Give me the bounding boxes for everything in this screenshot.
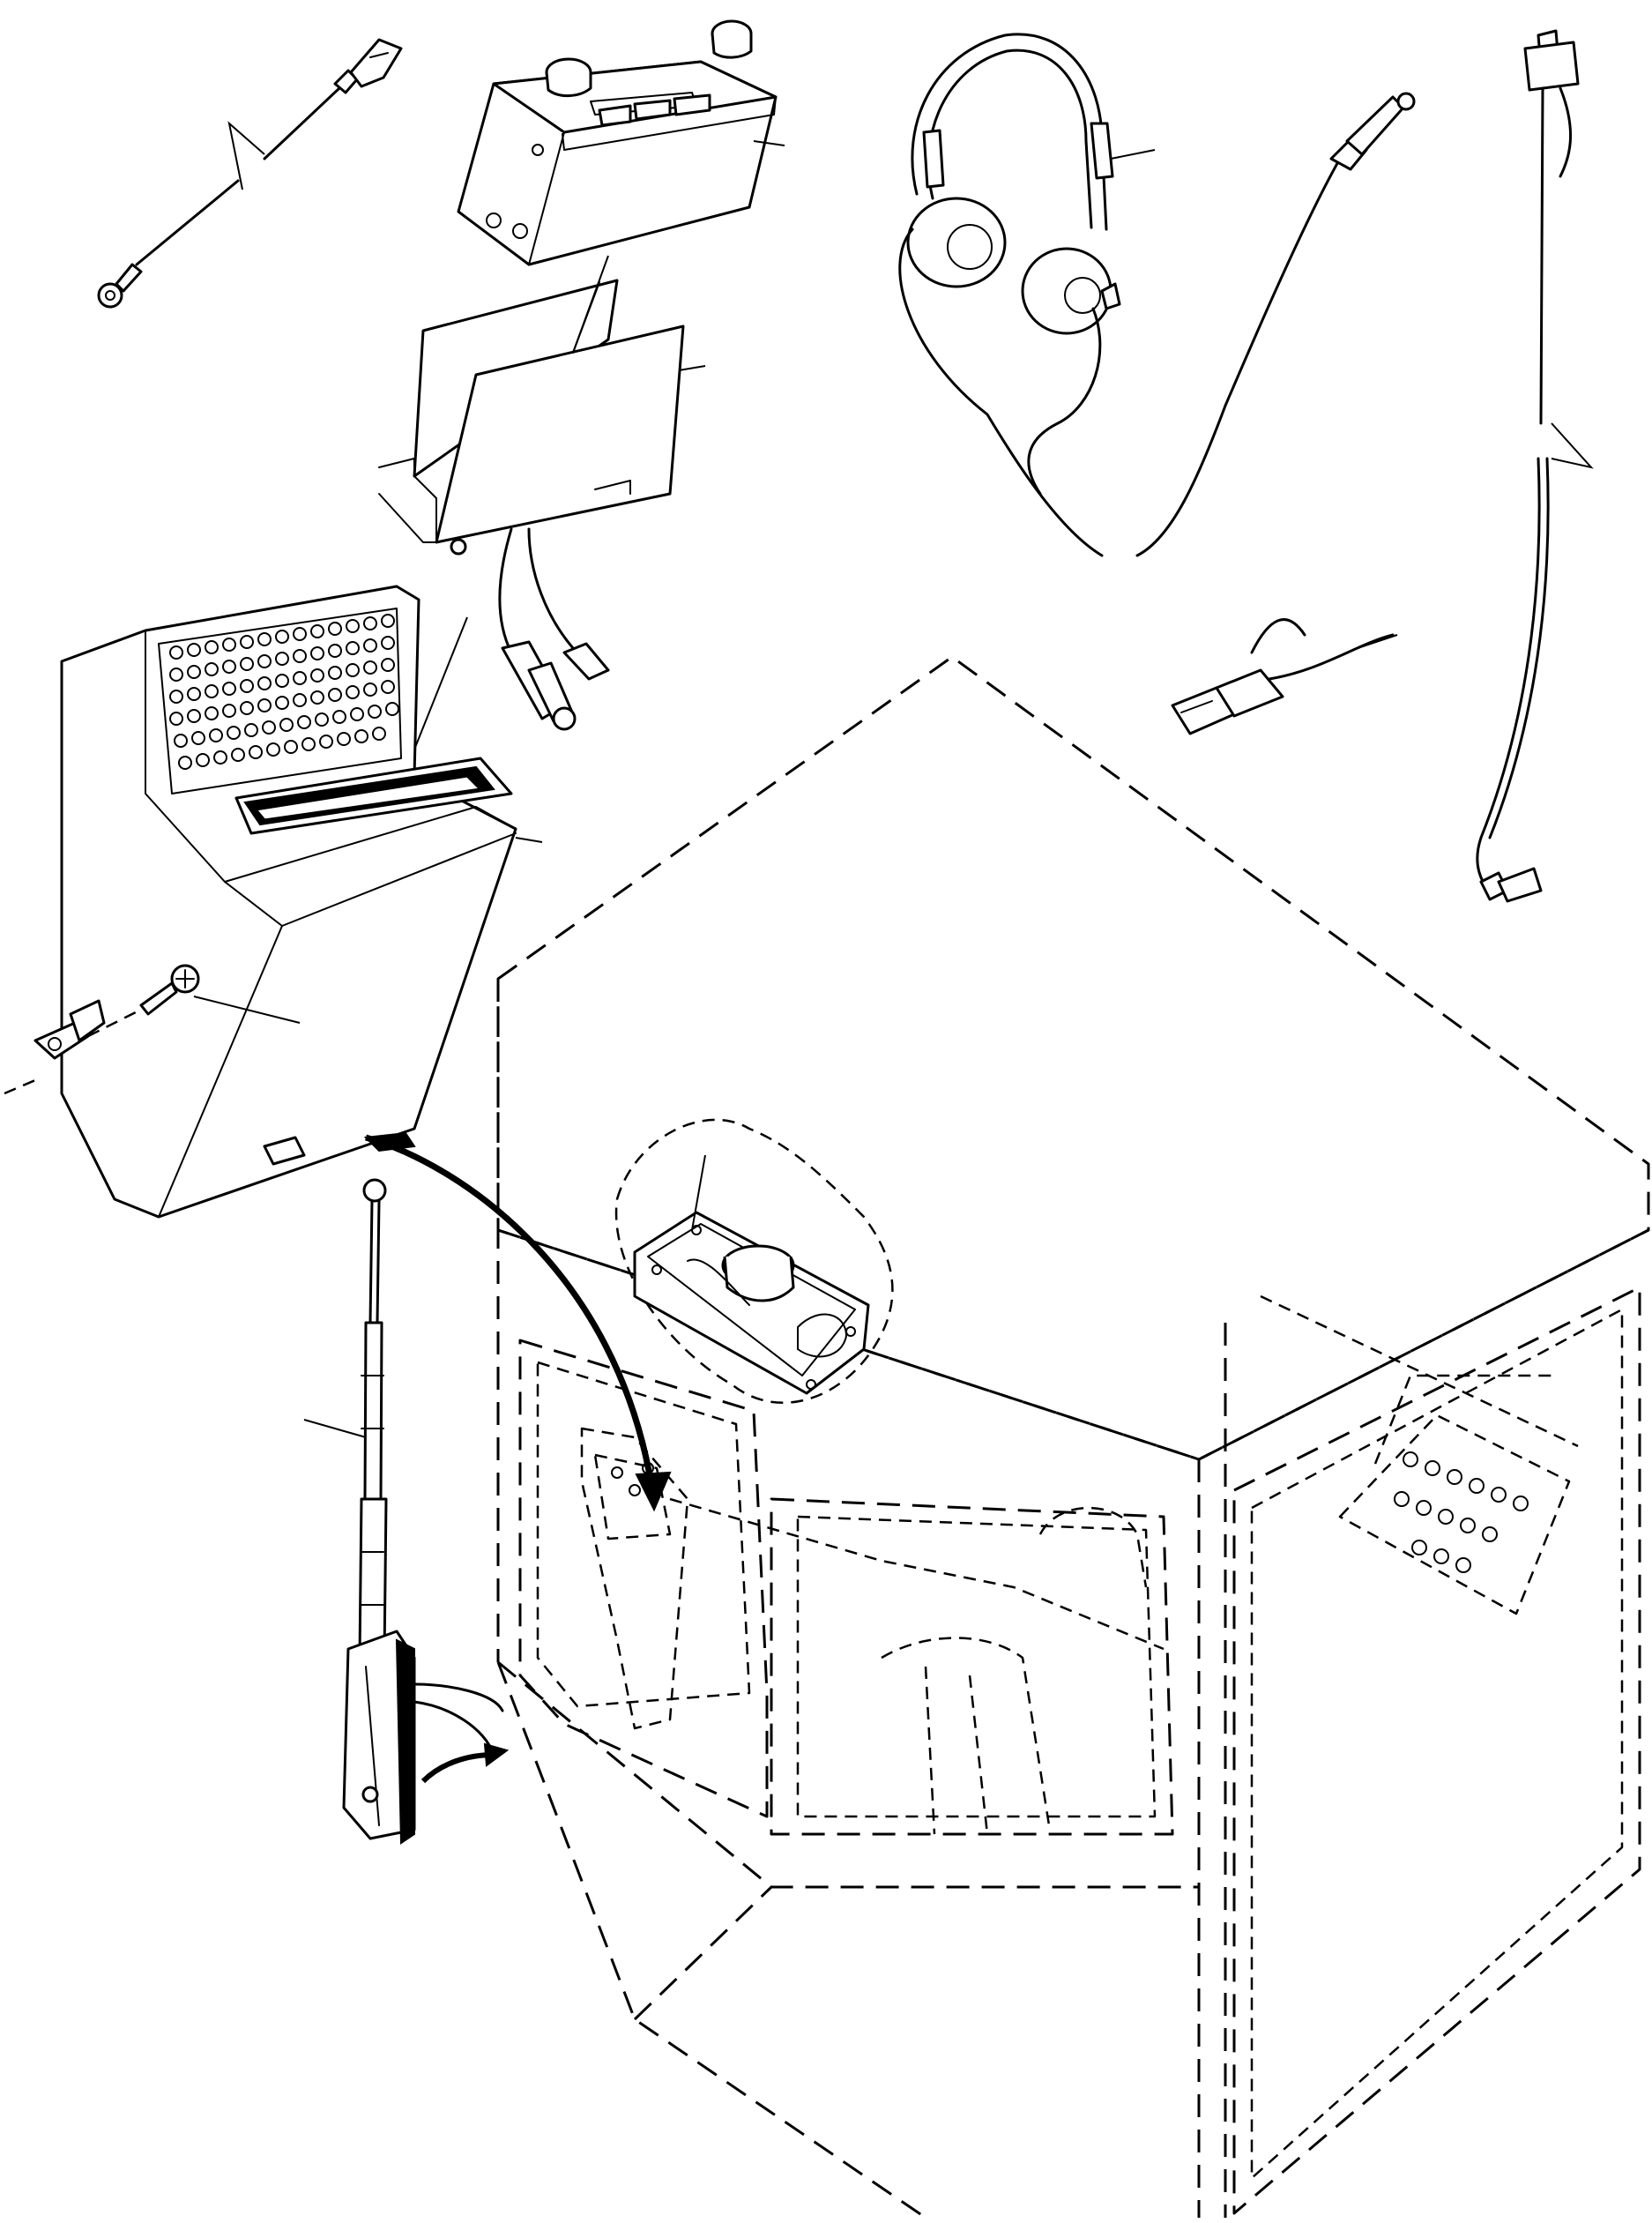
connector-icon — [1171, 618, 1398, 735]
cab-outline-icon — [496, 655, 1650, 2219]
connector-icon — [450, 527, 610, 731]
bracket-icon — [378, 279, 706, 544]
install-direction-arrow — [363, 1131, 672, 1512]
headphones-icon — [898, 33, 1416, 557]
antenna-cable-icon — [1476, 29, 1594, 903]
antenna-icon — [303, 1178, 510, 1845]
speaker-grille — [158, 608, 402, 794]
speaker-icon — [614, 1118, 894, 1404]
vent-slots — [1394, 1451, 1529, 1573]
radio-icon — [457, 19, 785, 266]
screw-icon — [139, 964, 200, 1016]
assembly-guide-line — [572, 255, 609, 354]
assembly-guide-line — [413, 616, 468, 750]
fastener-axis-line — [4, 1008, 142, 1095]
console-housing-icon — [60, 585, 543, 1219]
ground-cable-icon — [97, 38, 403, 309]
